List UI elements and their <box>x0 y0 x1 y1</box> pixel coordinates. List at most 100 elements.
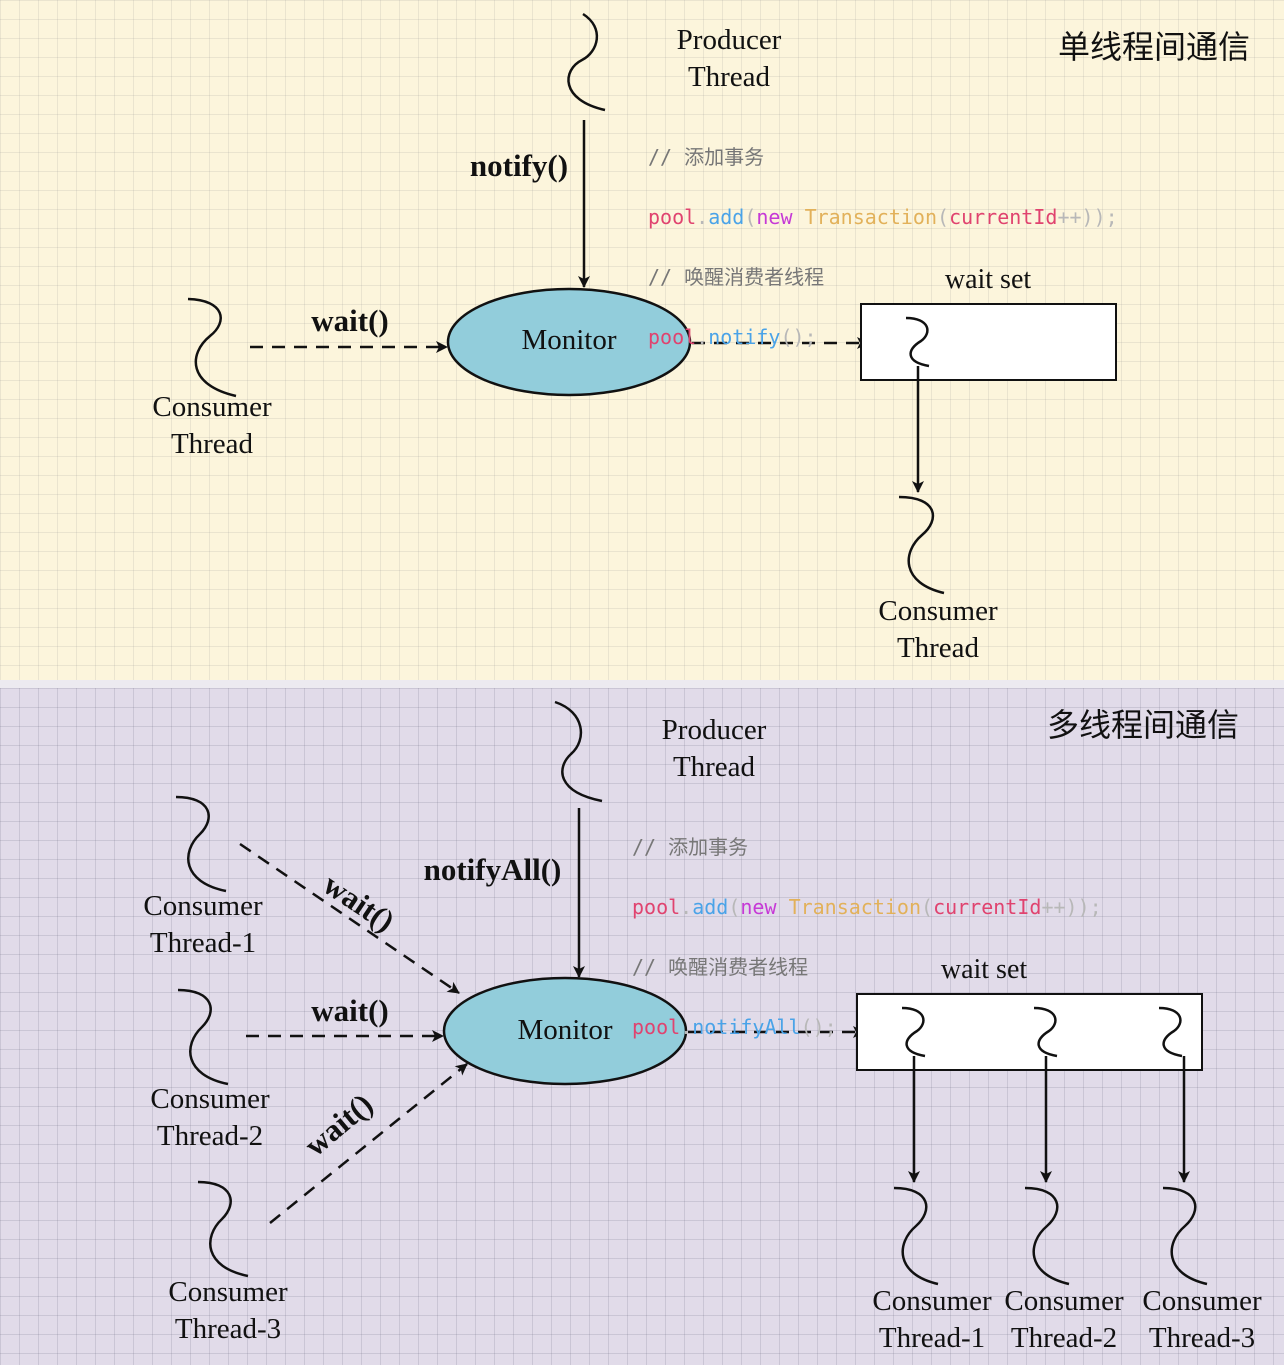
released-consumer-3-squiggle <box>1162 1186 1208 1286</box>
consumer-label-line2: Thread <box>896 632 980 664</box>
consumer-label-line2: Thread-1 <box>149 927 257 959</box>
code-keyword-new: new <box>756 205 793 229</box>
consumer-label-line1: Consumer <box>150 1083 270 1115</box>
consumer-label-line2: Thread-1 <box>878 1322 986 1354</box>
consumer-thread-2-label: Consumer Thread-2 <box>130 1081 290 1155</box>
released-consumer-2-label: Consumer Thread-2 <box>996 1283 1132 1357</box>
consumer-label-line1: Consumer <box>872 1285 992 1317</box>
consumer-thread-3-label: Consumer Thread-3 <box>148 1274 308 1348</box>
code-arg: currentId <box>949 205 1058 229</box>
consumer-thread-squiggle <box>187 297 237 398</box>
wait-set-thread-2-squiggle <box>1033 1006 1058 1058</box>
consumer-thread-2-squiggle <box>177 988 229 1086</box>
consumer-label-line2: Thread <box>170 428 254 460</box>
code-method-notify: notify <box>708 325 781 349</box>
released-consumer-squiggle <box>898 495 945 595</box>
code-comment-add: // 添加事务 <box>648 142 1118 172</box>
code-line-notify: pool.notifyAll(); <box>632 1012 1102 1042</box>
wait-set-thread-3-squiggle <box>1158 1006 1183 1058</box>
consumer-label-line2: Thread-2 <box>156 1120 264 1152</box>
code-var: pool <box>632 1015 681 1039</box>
code-close: )); <box>1081 205 1118 229</box>
code-comment: // 唤醒消费者线程 <box>632 955 809 979</box>
consumer-thread-1-squiggle <box>175 795 227 893</box>
code-increment: ++ <box>1057 205 1082 229</box>
code-space <box>793 205 805 229</box>
wait-set-label: wait set <box>940 954 1028 985</box>
code-call-end: (); <box>780 325 817 349</box>
code-paren: ( <box>937 205 950 229</box>
code-var: pool <box>632 895 681 919</box>
code-space <box>777 895 789 919</box>
wait-set-thread-squiggle <box>905 316 930 368</box>
wait-arrow-1 <box>239 842 460 995</box>
released-consumer-1-label: Consumer Thread-1 <box>864 1283 1000 1357</box>
monitor-label: Monitor <box>521 324 617 356</box>
code-line-add: pool.add(new Transaction(currentId++)); <box>648 202 1118 232</box>
monitor-ellipse <box>446 287 692 397</box>
code-comment: // 添加事务 <box>632 835 749 859</box>
code-line-add: pool.add(new Transaction(currentId++)); <box>632 892 1102 922</box>
code-method-notifyall: notifyAll <box>692 1015 801 1039</box>
code-comment: // 唤醒消费者线程 <box>648 265 825 289</box>
producer-label-line2: Thread <box>672 751 756 783</box>
consumer-label-line1: Consumer <box>1004 1285 1124 1317</box>
producer-label: Producer Thread <box>625 712 803 786</box>
notify-label: notify() <box>469 148 569 183</box>
consumer-label-line2: Thread-3 <box>174 1313 282 1345</box>
code-paren: ( <box>921 895 934 919</box>
code-var: pool <box>648 205 697 229</box>
code-increment: ++ <box>1041 895 1066 919</box>
producer-thread-squiggle <box>554 700 603 803</box>
wait-set-box <box>860 303 1117 381</box>
code-comment-notify: // 唤醒消费者线程 <box>632 952 1102 982</box>
producer-label-line1: Producer <box>661 714 767 746</box>
monitor-ellipse <box>442 976 688 1086</box>
producer-label-line1: Producer <box>676 24 782 56</box>
wait-set-thread-1-squiggle <box>901 1006 926 1058</box>
code-class-name: Transaction <box>788 895 922 919</box>
code-comment-notify: // 唤醒消费者线程 <box>648 262 1118 292</box>
wait-arrow-3 <box>269 1063 468 1224</box>
wait-label: wait() <box>311 303 389 338</box>
consumer-thread-1-label: Consumer Thread-1 <box>123 888 283 962</box>
producer-thread-squiggle <box>567 12 606 112</box>
notifyall-label: notifyAll() <box>423 852 562 887</box>
monitor-label: Monitor <box>517 1014 613 1046</box>
code-line-notify: pool.notify(); <box>648 322 1118 352</box>
consumer-label-line1: Consumer <box>1142 1285 1262 1317</box>
code-paren: ( <box>728 895 741 919</box>
code-dot: . <box>680 1015 693 1039</box>
code-comment-add: // 添加事务 <box>632 832 1102 862</box>
code-paren: ( <box>744 205 757 229</box>
wait-label-2: wait() <box>311 993 389 1028</box>
consumer-label-left: Consumer Thread <box>132 389 292 463</box>
code-method-add: add <box>692 895 729 919</box>
producer-label-line2: Thread <box>687 61 771 93</box>
panel-divider <box>0 680 1284 688</box>
released-consumer-1-squiggle <box>893 1186 939 1286</box>
released-consumer-2-squiggle <box>1024 1186 1070 1286</box>
code-snippet: // 添加事务 pool.add(new Transaction(current… <box>632 802 1102 1072</box>
code-keyword-new: new <box>740 895 777 919</box>
code-method-add: add <box>708 205 745 229</box>
consumer-label-line1: Consumer <box>168 1276 288 1308</box>
consumer-label-line1: Consumer <box>878 595 998 627</box>
code-var: pool <box>648 325 697 349</box>
code-call-end: (); <box>800 1015 837 1039</box>
panel-title: 多线程间通信 <box>1047 706 1240 744</box>
consumer-label-released: Consumer Thread <box>858 593 1018 667</box>
producer-label: Producer Thread <box>640 22 818 96</box>
code-class-name: Transaction <box>804 205 938 229</box>
code-snippet: // 添加事务 pool.add(new Transaction(current… <box>648 112 1118 382</box>
consumer-label-line2: Thread-2 <box>1010 1322 1118 1354</box>
panel-title: 单线程间通信 <box>1058 28 1251 66</box>
wait-set-label: wait set <box>944 264 1032 295</box>
code-comment: // 添加事务 <box>648 145 765 169</box>
code-arg: currentId <box>933 895 1042 919</box>
code-dot: . <box>696 205 709 229</box>
consumer-label-line2: Thread-3 <box>1148 1322 1256 1354</box>
consumer-thread-3-squiggle <box>197 1180 249 1278</box>
code-close: )); <box>1065 895 1102 919</box>
